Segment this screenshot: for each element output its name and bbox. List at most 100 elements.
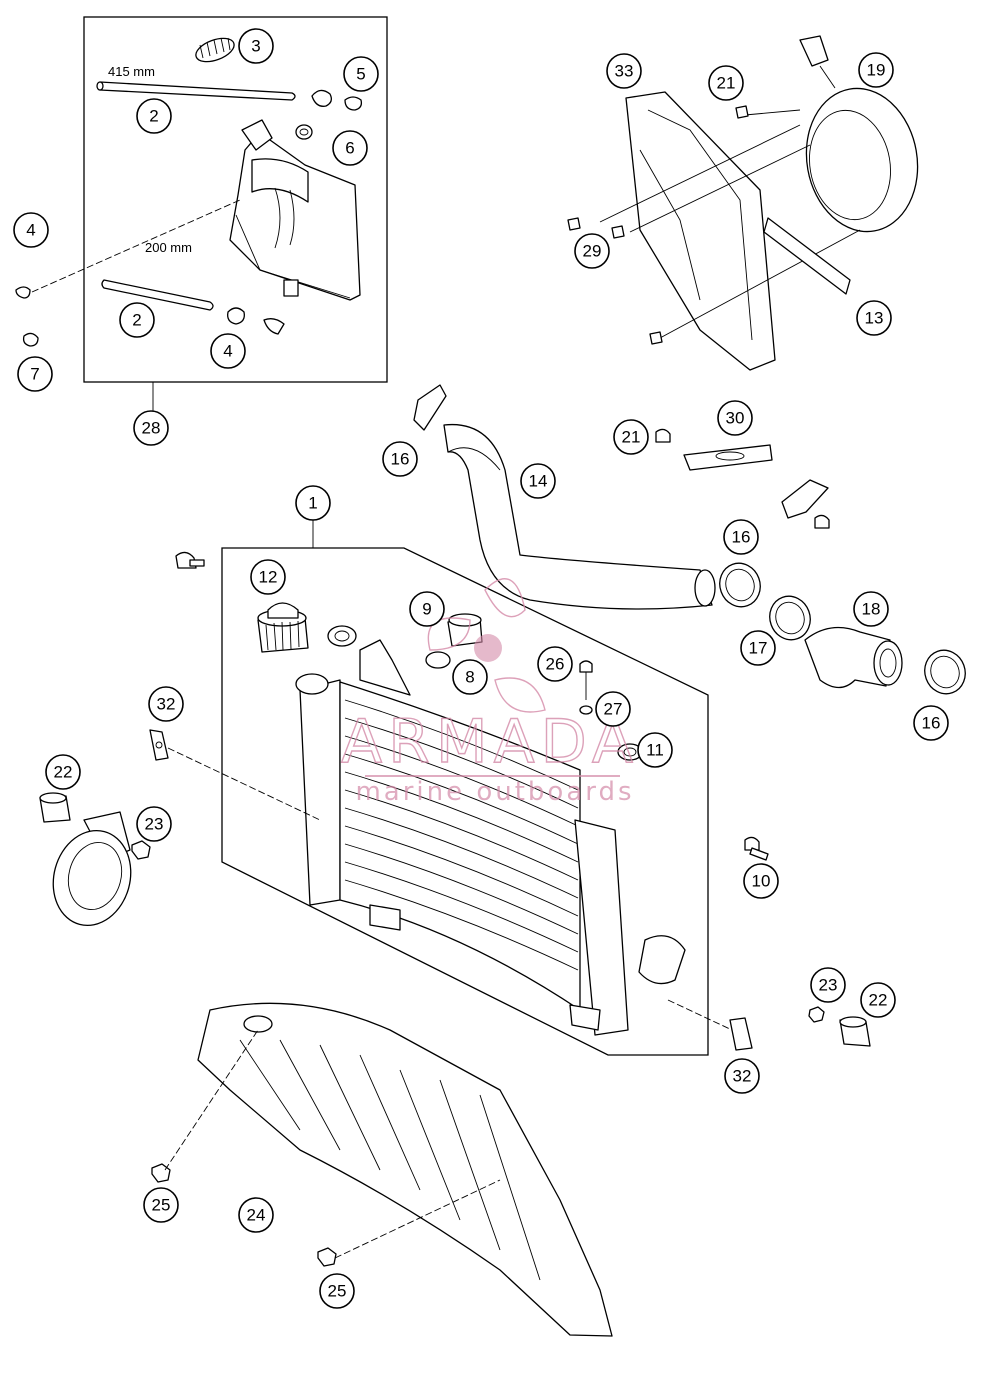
callout-33: 33 [606,53,642,89]
callout-6: 6 [332,130,368,166]
callout-4-box: 4 [210,333,246,369]
leader-25-top [164,1029,259,1171]
svg-text:25: 25 [328,1282,347,1301]
svg-text:7: 7 [30,365,39,384]
svg-text:11: 11 [646,741,664,760]
callout-22-right: 22 [860,982,896,1018]
callout-3: 3 [238,28,274,64]
svg-text:17: 17 [749,639,768,658]
seal-ring-8 [425,651,451,669]
seal-ring-near-cap [327,625,357,647]
svg-text:32: 32 [733,1067,752,1086]
svg-text:10: 10 [752,872,771,891]
svg-text:21: 21 [717,74,736,93]
svg-text:28: 28 [142,419,161,438]
leader-25-bottom [334,1179,501,1259]
radiator-group-outline [221,520,709,1056]
clamp-16-top [413,384,447,431]
callout-11: 11 [637,732,673,768]
bolt-10 [744,836,769,861]
dimension-415: 415 mm [108,64,155,79]
bolts-29-21 [567,105,749,345]
horn [52,811,132,927]
radiator-fan-19 [799,35,919,233]
svg-text:22: 22 [54,763,73,782]
radiator [295,639,686,1036]
washer-27 [579,705,593,715]
callout-10: 10 [743,863,779,899]
nut-23-left [131,840,151,860]
svg-text:14: 14 [529,472,548,491]
svg-text:13: 13 [865,309,884,328]
leader-32-left [167,747,321,821]
callout-22-left: 22 [45,754,81,790]
svg-text:9: 9 [422,600,431,619]
svg-text:2: 2 [132,311,141,330]
svg-text:23: 23 [819,976,838,995]
svg-text:29: 29 [583,242,602,261]
callout-21-middle: 21 [613,419,649,455]
callout-2-top: 2 [136,98,172,134]
svg-text:23: 23 [145,815,164,834]
screw-21-middle [655,428,671,443]
expansion-tank-kit-box [83,16,388,412]
callout-24: 24 [238,1197,274,1233]
callout-32-left: 32 [148,686,184,722]
callout-9: 9 [409,591,445,627]
clamp-ring-3 [195,37,235,63]
bracket-30 [683,444,773,471]
callout-23-right: 23 [810,967,846,1003]
bracket-32-right [729,1017,753,1051]
callout-32-right: 32 [724,1058,760,1094]
clamp-17 [769,595,811,641]
callout-21-top: 21 [708,65,744,101]
callout-7: 7 [17,356,53,392]
svg-text:16: 16 [391,450,410,469]
callout-19: 19 [858,52,894,88]
callout-5: 5 [343,56,379,92]
svg-text:3: 3 [251,37,260,56]
watermark-brand: ARMADA [341,707,639,777]
bolt-top-left [175,551,205,569]
clamp-16-right [924,649,966,695]
callout-16-right: 16 [913,705,949,741]
hose-415mm [96,81,296,101]
callout-17: 17 [740,630,776,666]
svg-text:200 mm: 200 mm [145,240,192,255]
radiator-cap-12 [257,602,309,653]
hose-200mm [101,279,214,311]
svg-text:24: 24 [247,1206,266,1225]
callout-1: 1 [295,485,331,521]
callout-30: 30 [717,400,753,436]
svg-text:16: 16 [732,528,751,547]
callout-26: 26 [537,646,573,682]
screw-25-bottom [317,1247,337,1267]
watermark: ARMADA marine outboards [340,578,639,807]
radiator-guard-24 [197,1002,613,1337]
callout-27: 27 [595,691,631,727]
screw-26 [579,660,593,700]
leader-tank [31,199,241,293]
hose-fitting-18 [804,626,903,689]
svg-text:18: 18 [862,600,881,619]
svg-text:12: 12 [259,568,278,587]
fan-leaders [599,109,861,339]
callout-28: 28 [133,410,169,446]
callout-4-left: 4 [13,212,49,248]
rubber-buffer-22-left [39,792,71,823]
expansion-tank [229,119,361,301]
grommet-6 [295,124,313,140]
clamp-16-middle [719,562,761,608]
watermark-logo [427,578,546,713]
callout-29: 29 [574,233,610,269]
callout-14: 14 [520,463,556,499]
hose-clamp-4-small [227,307,285,335]
svg-text:5: 5 [356,65,365,84]
rubber-buffer-22-right [839,1016,871,1047]
dimension-200: 200 mm [145,240,192,255]
svg-text:30: 30 [726,409,745,428]
svg-text:2: 2 [149,107,158,126]
svg-text:22: 22 [869,991,888,1010]
bracket-small-right [781,479,830,529]
